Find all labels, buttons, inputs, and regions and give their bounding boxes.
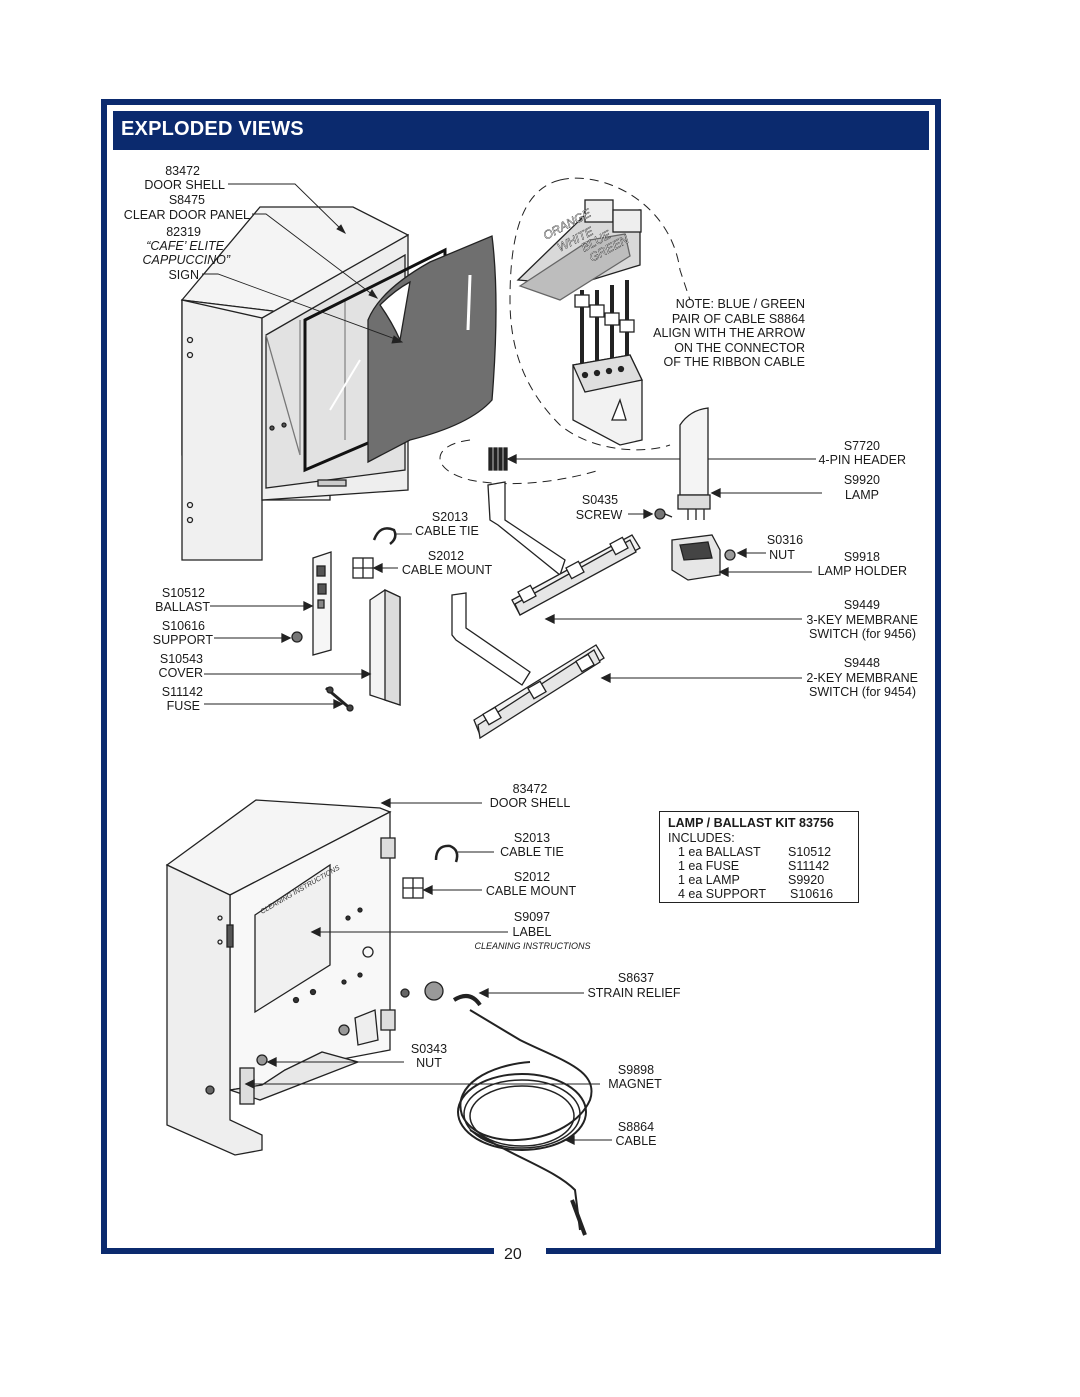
label-membrane2-name: 2-KEY MEMBRANE: [806, 671, 918, 685]
note-line-5: OF THE RIBBON CABLE: [663, 355, 805, 369]
label-sign-line2: CAPPUCCINO”: [142, 253, 230, 267]
label-label-note: CLEANING INSTRUCTIONS: [474, 941, 591, 951]
label-support-part: S10616: [161, 619, 205, 633]
label-cover-part: S10543: [159, 652, 203, 666]
lamp: [677, 407, 822, 520]
cafe-elite-sign: [329, 235, 497, 464]
ballast-cover: [204, 588, 401, 706]
label-lamp-name: LAMP: [844, 488, 879, 502]
note-line-4: ON THE CONNECTOR: [674, 341, 805, 355]
note-line-2: PAIR OF CABLE S8864: [671, 312, 805, 326]
label-membrane3-part: S9449: [843, 598, 880, 612]
kit-row-qty: 1 ea FUSE: [678, 859, 740, 873]
kit-row-qty: 1 ea LAMP: [678, 873, 740, 887]
label-door-shell-name: DOOR SHELL: [144, 178, 225, 192]
cable-coil: [457, 1009, 612, 1236]
section-title: EXPLODED VIEWS: [121, 118, 304, 140]
label-nut-name: NUT: [769, 548, 795, 562]
fuse: [204, 686, 354, 712]
lamp-ballast-kit-table: LAMP / BALLAST KIT 83756 INCLUDES: 1 ea …: [659, 811, 859, 903]
page-number: 20: [504, 1246, 522, 1263]
label-support-name: SUPPORT: [152, 633, 213, 647]
kit-row-part: S10512: [788, 845, 832, 859]
label-screw-name: SCREW: [575, 508, 623, 522]
label-magnet-name: MAGNET: [608, 1077, 662, 1091]
cable-mount-upper: [352, 557, 398, 579]
cable-mount-lower: [402, 877, 482, 899]
label-fuse-name: FUSE: [166, 699, 200, 713]
kit-row-qty: 1 ea BALLAST: [678, 845, 761, 859]
label-lower-cable-mount-name: CABLE MOUNT: [485, 884, 577, 898]
nut-s0316: [724, 547, 766, 561]
label-membrane3-name: 3-KEY MEMBRANE: [806, 613, 918, 627]
upper-left-leaders: [202, 183, 404, 344]
membrane-3key: [487, 481, 802, 625]
label-label-name: LABEL: [512, 925, 552, 939]
label-clear-panel-part: S8475: [168, 193, 205, 207]
label-label-part: S9097: [513, 910, 551, 924]
label-sign-name: SIGN: [168, 268, 199, 282]
label-cable-part: S8864: [617, 1120, 655, 1134]
label-strain-relief-part: S8637: [617, 971, 655, 985]
label-door-shell-part: 83472: [165, 164, 200, 178]
ballast: [210, 551, 332, 656]
strain-relief: [424, 981, 584, 1007]
label-lower-door-shell-part: 83472: [512, 782, 548, 796]
note-line-1: NOTE: BLUE / GREEN: [675, 297, 805, 311]
label-lamp-holder-part: S9918: [843, 550, 880, 564]
page-number-gap: [494, 1245, 546, 1261]
lower-door-shell: [165, 797, 482, 1156]
wire-harness: [516, 199, 643, 446]
label-ballast-part: S10512: [161, 586, 205, 600]
label-lower-nut-name: NUT: [416, 1056, 442, 1070]
lower-hardware: [205, 988, 600, 1105]
note-line-3: ALIGN WITH THE ARROW: [653, 326, 805, 340]
label-pin-header-part: S7720: [843, 439, 880, 453]
membrane-2key: [451, 592, 802, 740]
support: [214, 631, 303, 644]
label-membrane2-note: SWITCH (for 9454): [809, 685, 916, 699]
pin-header: [488, 447, 816, 471]
label-strain-relief-name: STRAIN RELIEF: [587, 986, 681, 1000]
label-leader: [310, 926, 508, 938]
label-cable-tie-part: S2013: [431, 510, 469, 524]
cable-tie-upper: [372, 527, 412, 545]
label-fuse-part: S11142: [161, 685, 203, 699]
label-lower-cable-mount-part: S2012: [513, 870, 551, 884]
label-lower-nut-part: S0343: [410, 1042, 448, 1056]
screw: [628, 508, 673, 520]
upper-cabinet: [180, 206, 410, 561]
label-sign-part: 82319: [166, 225, 201, 239]
cable-tie-lower: [434, 844, 494, 863]
label-screw-part: S0435: [581, 493, 619, 507]
label-membrane3-note: SWITCH (for 9456): [809, 627, 916, 641]
label-ballast-name: BALLAST: [155, 600, 210, 614]
label-lower-cable-tie-part: S2013: [513, 831, 551, 845]
section-header: EXPLODED VIEWS: [113, 111, 929, 150]
label-lower-cable-tie-name: CABLE TIE: [500, 845, 564, 859]
label-cable-name: CABLE: [615, 1134, 657, 1148]
label-cable-mount-name: CABLE MOUNT: [401, 563, 493, 577]
label-lamp-part: S9920: [843, 473, 880, 487]
label-membrane2-part: S9448: [843, 656, 880, 670]
kit-row-qty: 4 ea SUPPORT: [678, 887, 767, 901]
label-sign-line1: “CAFE’ ELITE: [146, 239, 224, 253]
lamp-holder: [671, 534, 812, 581]
kit-row-part: S9920: [788, 873, 825, 887]
label-pin-header-name: 4-PIN HEADER: [818, 453, 906, 467]
kit-title: LAMP / BALLAST KIT 83756: [668, 816, 834, 830]
label-cover-name: COVER: [158, 666, 203, 680]
connector-detail-bubble: [439, 177, 691, 485]
kit-row-part: S10616: [790, 887, 834, 901]
label-cable-mount-part: S2012: [427, 549, 465, 563]
kit-includes: INCLUDES:: [668, 831, 735, 845]
label-nut-part: S0316: [766, 533, 804, 547]
label-magnet-part: S9898: [617, 1063, 655, 1077]
label-cable-tie-name: CABLE TIE: [415, 524, 479, 538]
label-lower-door-shell-name: DOOR SHELL: [489, 796, 571, 810]
kit-row-part: S11142: [788, 859, 830, 873]
label-lamp-holder-name: LAMP HOLDER: [817, 564, 907, 578]
label-clear-panel-name: CLEAR DOOR PANEL: [123, 208, 250, 222]
